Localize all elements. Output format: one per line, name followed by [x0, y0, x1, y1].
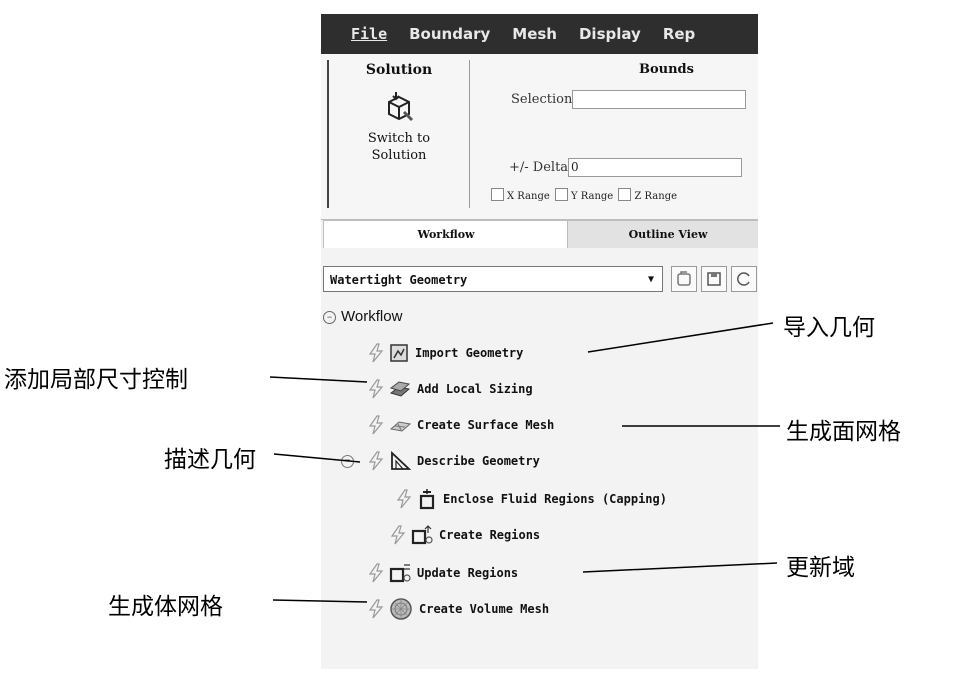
y-range-label: Y Range: [570, 191, 614, 202]
switch-to-solution-button[interactable]: Switch to Solution: [329, 130, 469, 164]
describe-geometry-icon: [391, 451, 411, 470]
callout-import-geometry: 导入几何: [783, 315, 875, 341]
volume-mesh-icon: [390, 598, 412, 620]
save-workflow-button[interactable]: [701, 266, 727, 292]
lightning-icon: [368, 451, 384, 471]
z-range-checkbox[interactable]: [618, 188, 632, 201]
panel-tabs: Workflow Outline View: [321, 220, 758, 249]
local-sizing-icon: [389, 381, 411, 397]
capping-icon: [419, 489, 435, 510]
step-label: Create Volume Mesh: [419, 602, 550, 616]
workflow-type-value: Watertight Geometry: [330, 273, 468, 287]
surface-mesh-icon: [389, 421, 411, 432]
menu-display[interactable]: Display: [578, 25, 641, 43]
step-update-regions[interactable]: Update Regions: [367, 562, 518, 584]
workflow-area: Watertight Geometry ▼ −Workflow Import G…: [321, 248, 758, 669]
menu-report[interactable]: Rep: [662, 25, 696, 43]
lightning-icon: [390, 525, 406, 545]
chevron-down-icon: ▼: [647, 274, 654, 285]
callout-create-surface-mesh: 生成面网格: [786, 419, 901, 445]
workflow-tree-root[interactable]: −Workflow: [323, 308, 402, 325]
x-range-label: X Range: [507, 191, 550, 202]
tab-outline-view[interactable]: Outline View: [567, 220, 758, 249]
step-label: Create Surface Mesh: [417, 418, 555, 432]
step-create-surface-mesh[interactable]: Create Surface Mesh: [367, 414, 554, 436]
delta-field[interactable]: 0: [568, 158, 743, 177]
step-label: Add Local Sizing: [417, 382, 533, 396]
bounds-title: Bounds: [639, 62, 694, 77]
solution-group: Solution Switch to Solution: [327, 60, 470, 208]
refresh-workflow-button[interactable]: [731, 266, 757, 292]
lightning-icon: [368, 563, 384, 583]
ribbon: Solution Switch to Solution Bounds Selec…: [321, 54, 758, 220]
delta-label: +/- Delta: [509, 160, 569, 175]
menu-mesh[interactable]: Mesh: [512, 25, 557, 43]
switch-to-solution-icon[interactable]: [382, 90, 416, 124]
step-label: Describe Geometry: [417, 454, 540, 468]
selection-field[interactable]: [572, 90, 747, 109]
load-workflow-button[interactable]: [671, 266, 697, 292]
callout-describe-geometry: 描述几何: [164, 447, 256, 473]
callout-update-regions: 更新域: [786, 555, 855, 581]
step-create-volume-mesh[interactable]: Create Volume Mesh: [367, 598, 549, 620]
load-icon: [677, 271, 691, 286]
workflow-root-label: Workflow: [341, 308, 403, 325]
switch-to-solution-label-2: Solution: [371, 148, 427, 163]
tab-workflow[interactable]: Workflow: [323, 220, 569, 248]
step-label: Create Regions: [439, 528, 541, 542]
z-range-label: Z Range: [634, 191, 678, 202]
step-label: Import Geometry: [415, 346, 524, 360]
workflow-type-select[interactable]: Watertight Geometry ▼: [323, 266, 663, 292]
step-create-regions[interactable]: Create Regions: [389, 524, 540, 546]
lightning-icon: [368, 379, 384, 399]
refresh-icon: [737, 272, 750, 286]
step-add-local-sizing[interactable]: Add Local Sizing: [367, 378, 533, 400]
save-icon: [707, 272, 721, 286]
step-enclose-fluid-regions[interactable]: Enclose Fluid Regions (Capping): [395, 488, 667, 510]
lightning-icon: [396, 489, 412, 509]
fluent-meshing-panel: File Boundary Mesh Display Rep Solution …: [321, 14, 758, 669]
solution-group-title: Solution: [365, 62, 433, 78]
import-geometry-icon: [390, 344, 408, 362]
callout-add-local-sizing: 添加局部尺寸控制: [4, 367, 188, 393]
step-import-geometry[interactable]: Import Geometry: [367, 342, 523, 364]
selection-label: Selection: [511, 92, 573, 107]
update-regions-icon: [389, 564, 411, 583]
y-range-checkbox[interactable]: [554, 188, 568, 201]
step-label: Update Regions: [417, 566, 519, 580]
menu-boundary[interactable]: Boundary: [409, 25, 491, 43]
lightning-icon: [368, 343, 384, 363]
x-range-checkbox[interactable]: [491, 188, 504, 201]
create-regions-icon: [411, 525, 433, 545]
lightning-icon: [368, 415, 384, 435]
range-checkboxes: X Range Y Range Z Range: [489, 188, 677, 202]
menu-file[interactable]: File: [351, 25, 388, 43]
menu-bar: File Boundary Mesh Display Rep: [321, 14, 758, 54]
step-label: Enclose Fluid Regions (Capping): [443, 492, 667, 506]
callout-create-volume-mesh: 生成体网格: [108, 594, 223, 620]
lightning-icon: [368, 599, 384, 619]
collapse-icon[interactable]: −: [323, 311, 336, 324]
collapse-icon[interactable]: −: [341, 455, 354, 468]
switch-to-solution-label-1: Switch to: [367, 131, 431, 146]
step-describe-geometry[interactable]: − Describe Geometry: [341, 450, 540, 472]
